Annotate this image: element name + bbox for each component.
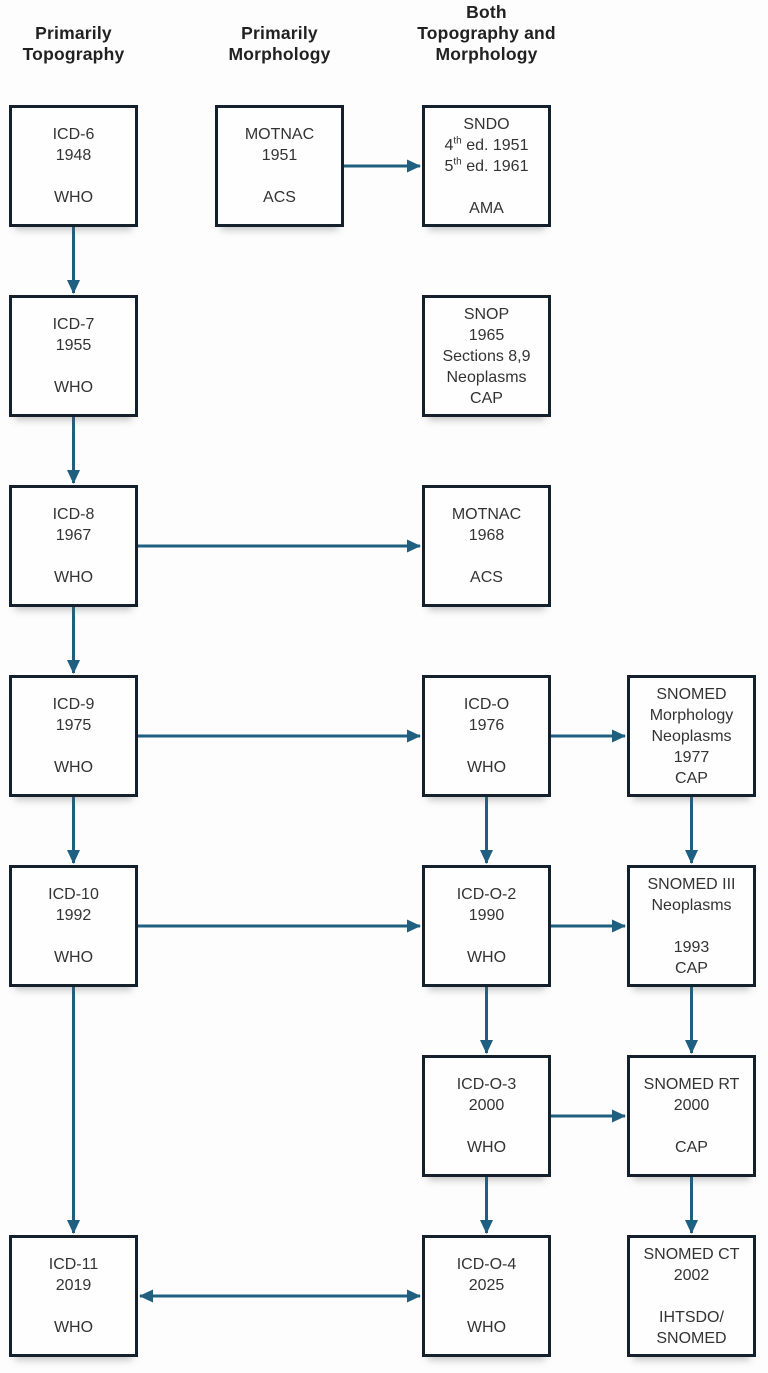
node-text-line: ICD-O-4	[456, 1256, 517, 1273]
node-text-line: AMA	[469, 199, 504, 217]
node-text-line: WHO	[466, 949, 507, 966]
node-text-line: SNDO	[463, 115, 510, 133]
node-text-line: MOTNAC	[244, 126, 315, 143]
node-text-line: ICD-8	[52, 506, 95, 523]
node-text-line: 1977	[673, 748, 710, 766]
node-text-line: WHO	[53, 569, 94, 586]
node-text-line: WHO	[466, 1319, 507, 1336]
node-text-line: WHO	[53, 759, 94, 776]
node-text-line: 1968	[468, 527, 505, 544]
node-text-line: CAP	[675, 1139, 708, 1156]
node-text-line: Morphology	[649, 706, 734, 724]
node-text-line: 4th ed. 1951	[444, 135, 529, 154]
node-text-line: WHO	[53, 949, 94, 966]
node-text-line: WHO	[466, 1139, 507, 1156]
node-text-line: CAP	[470, 389, 503, 407]
node-text-line: 1976	[468, 717, 505, 734]
column-header-both-topography-and-morphology: Both Topography and Morphology	[417, 2, 556, 64]
node-text-line: 2025	[468, 1277, 505, 1294]
node-text-line: 2002	[673, 1266, 710, 1284]
node-text-line: Neoplasms	[651, 727, 732, 745]
node-text-line: 1975	[55, 717, 92, 734]
node-text-line: 1992	[55, 907, 92, 924]
node-text-line: ICD-11	[48, 1256, 99, 1273]
node-text-line: SNOMED III	[647, 875, 736, 893]
node-text-line: Neoplasms	[446, 368, 527, 386]
node-text-line: WHO	[53, 1319, 94, 1336]
node-text-line: WHO	[466, 759, 507, 776]
node-text-line: Neoplasms	[651, 896, 732, 914]
node-text-line: ICD-10	[48, 886, 99, 903]
node-text-line: SNOMED RT	[643, 1076, 740, 1093]
node-text-line: 5th ed. 1961	[444, 156, 529, 175]
node-text-line: ACS	[470, 569, 503, 586]
column-header-primarily-morphology: Primarily Morphology	[228, 23, 331, 64]
column-header-primarily-topography: Primarily Topography	[22, 23, 125, 64]
node-text-line: ICD-O-3	[456, 1076, 517, 1093]
node-text-line: ICD-9	[52, 696, 95, 713]
node-text-line: ICD-O	[463, 696, 510, 713]
node-text-line: ICD-O-2	[456, 886, 517, 903]
node-text-line: 1990	[468, 907, 505, 924]
node-text-line: IHTSDO/	[659, 1308, 724, 1326]
node-text-line: ICD-6	[52, 126, 95, 143]
node-text-line: WHO	[53, 189, 94, 206]
node-text-line: ACS	[263, 189, 296, 206]
node-text-line: WHO	[53, 379, 94, 396]
node-text-line: 2000	[468, 1097, 505, 1114]
node-text-line: SNOMED	[656, 685, 727, 703]
node-text-line: 2019	[55, 1277, 92, 1294]
node-text-line: CAP	[675, 959, 708, 977]
node-text-line: 2000	[673, 1097, 710, 1114]
node-text-line: SNOP	[463, 305, 510, 323]
node-text-line: Sections 8,9	[442, 347, 531, 365]
node-text-line: ICD-7	[52, 316, 95, 333]
node-text-line: MOTNAC	[451, 506, 522, 523]
node-text-line: 1951	[261, 147, 298, 164]
node-text-line: 1965	[468, 326, 505, 344]
node-text-line: CAP	[675, 769, 708, 787]
node-text-line: 1955	[55, 337, 92, 354]
node-text-line: 1967	[55, 527, 92, 544]
node-text-line: SNOMED	[656, 1329, 727, 1347]
node-text-line: SNOMED CT	[643, 1245, 740, 1263]
node-text-line: 1993	[673, 938, 710, 956]
node-text-line: 1948	[55, 147, 92, 164]
